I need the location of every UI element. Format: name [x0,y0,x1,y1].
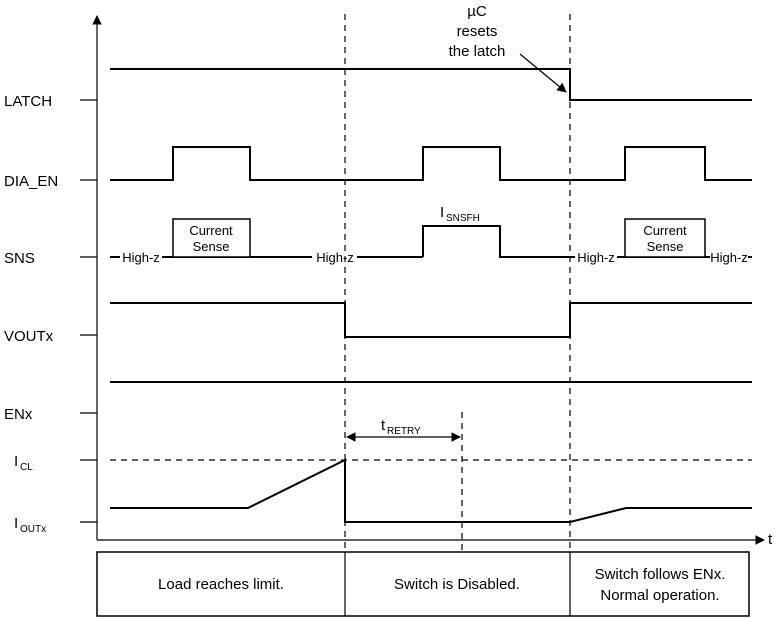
svg-text:I: I [14,515,18,532]
high-z-label-3: High-z [577,250,615,265]
current-sense-box-1 [172,218,251,258]
svg-text:the latch: the latch [449,43,506,60]
svg-text:SNSFH: SNSFH [446,213,480,224]
waveform-ioutx [110,458,752,523]
phase-2-text: Switch is Disabled. [394,576,520,593]
svg-text:t: t [381,417,386,434]
label-icl: I CL [14,453,33,473]
current-sense-1-line2: Sense [193,239,230,254]
svg-text:I: I [14,453,18,470]
label-sns: SNS [4,250,35,267]
svg-text:I: I [440,204,444,221]
phase-3-text-line1: Switch follows ENx. [595,566,726,583]
svg-text:RETRY: RETRY [387,426,421,437]
label-dia-en: DIA_EN [4,173,58,190]
high-z-label-1: High-z [122,250,160,265]
level-ticks [80,99,97,523]
current-sense-2-line2: Sense [647,239,684,254]
svg-text:µC: µC [467,3,487,20]
high-z-label-4: High-z [710,250,748,265]
label-enx: ENx [4,406,33,423]
current-sense-2-line1: Current [643,223,687,238]
svg-text:resets: resets [457,23,498,40]
phase-boxes [96,551,750,617]
waveform-dia-en [110,146,752,181]
label-ioutx: I OUTx [14,515,46,535]
phase-3-text-line2: Normal operation. [600,587,719,604]
label-voutx: VOUTx [4,328,54,345]
waveform-voutx [110,302,752,338]
uc-arrow [519,53,567,93]
current-sense-box-2 [624,218,706,258]
tretry-label: t RETRY [381,417,421,437]
isnsfh-label: I SNSFH [440,204,480,224]
waveform-sns [110,218,752,258]
svg-text:CL: CL [20,462,33,473]
uc-annotation: µC resets the latch [449,3,567,93]
high-z-label-2: High-z [316,250,354,265]
time-axis-label: t [768,531,773,548]
label-latch: LATCH [4,93,52,110]
waveform-latch [110,68,752,101]
current-sense-1-line1: Current [189,223,233,238]
svg-text:OUTx: OUTx [20,524,46,535]
phase-1-text: Load reaches limit. [158,576,284,593]
